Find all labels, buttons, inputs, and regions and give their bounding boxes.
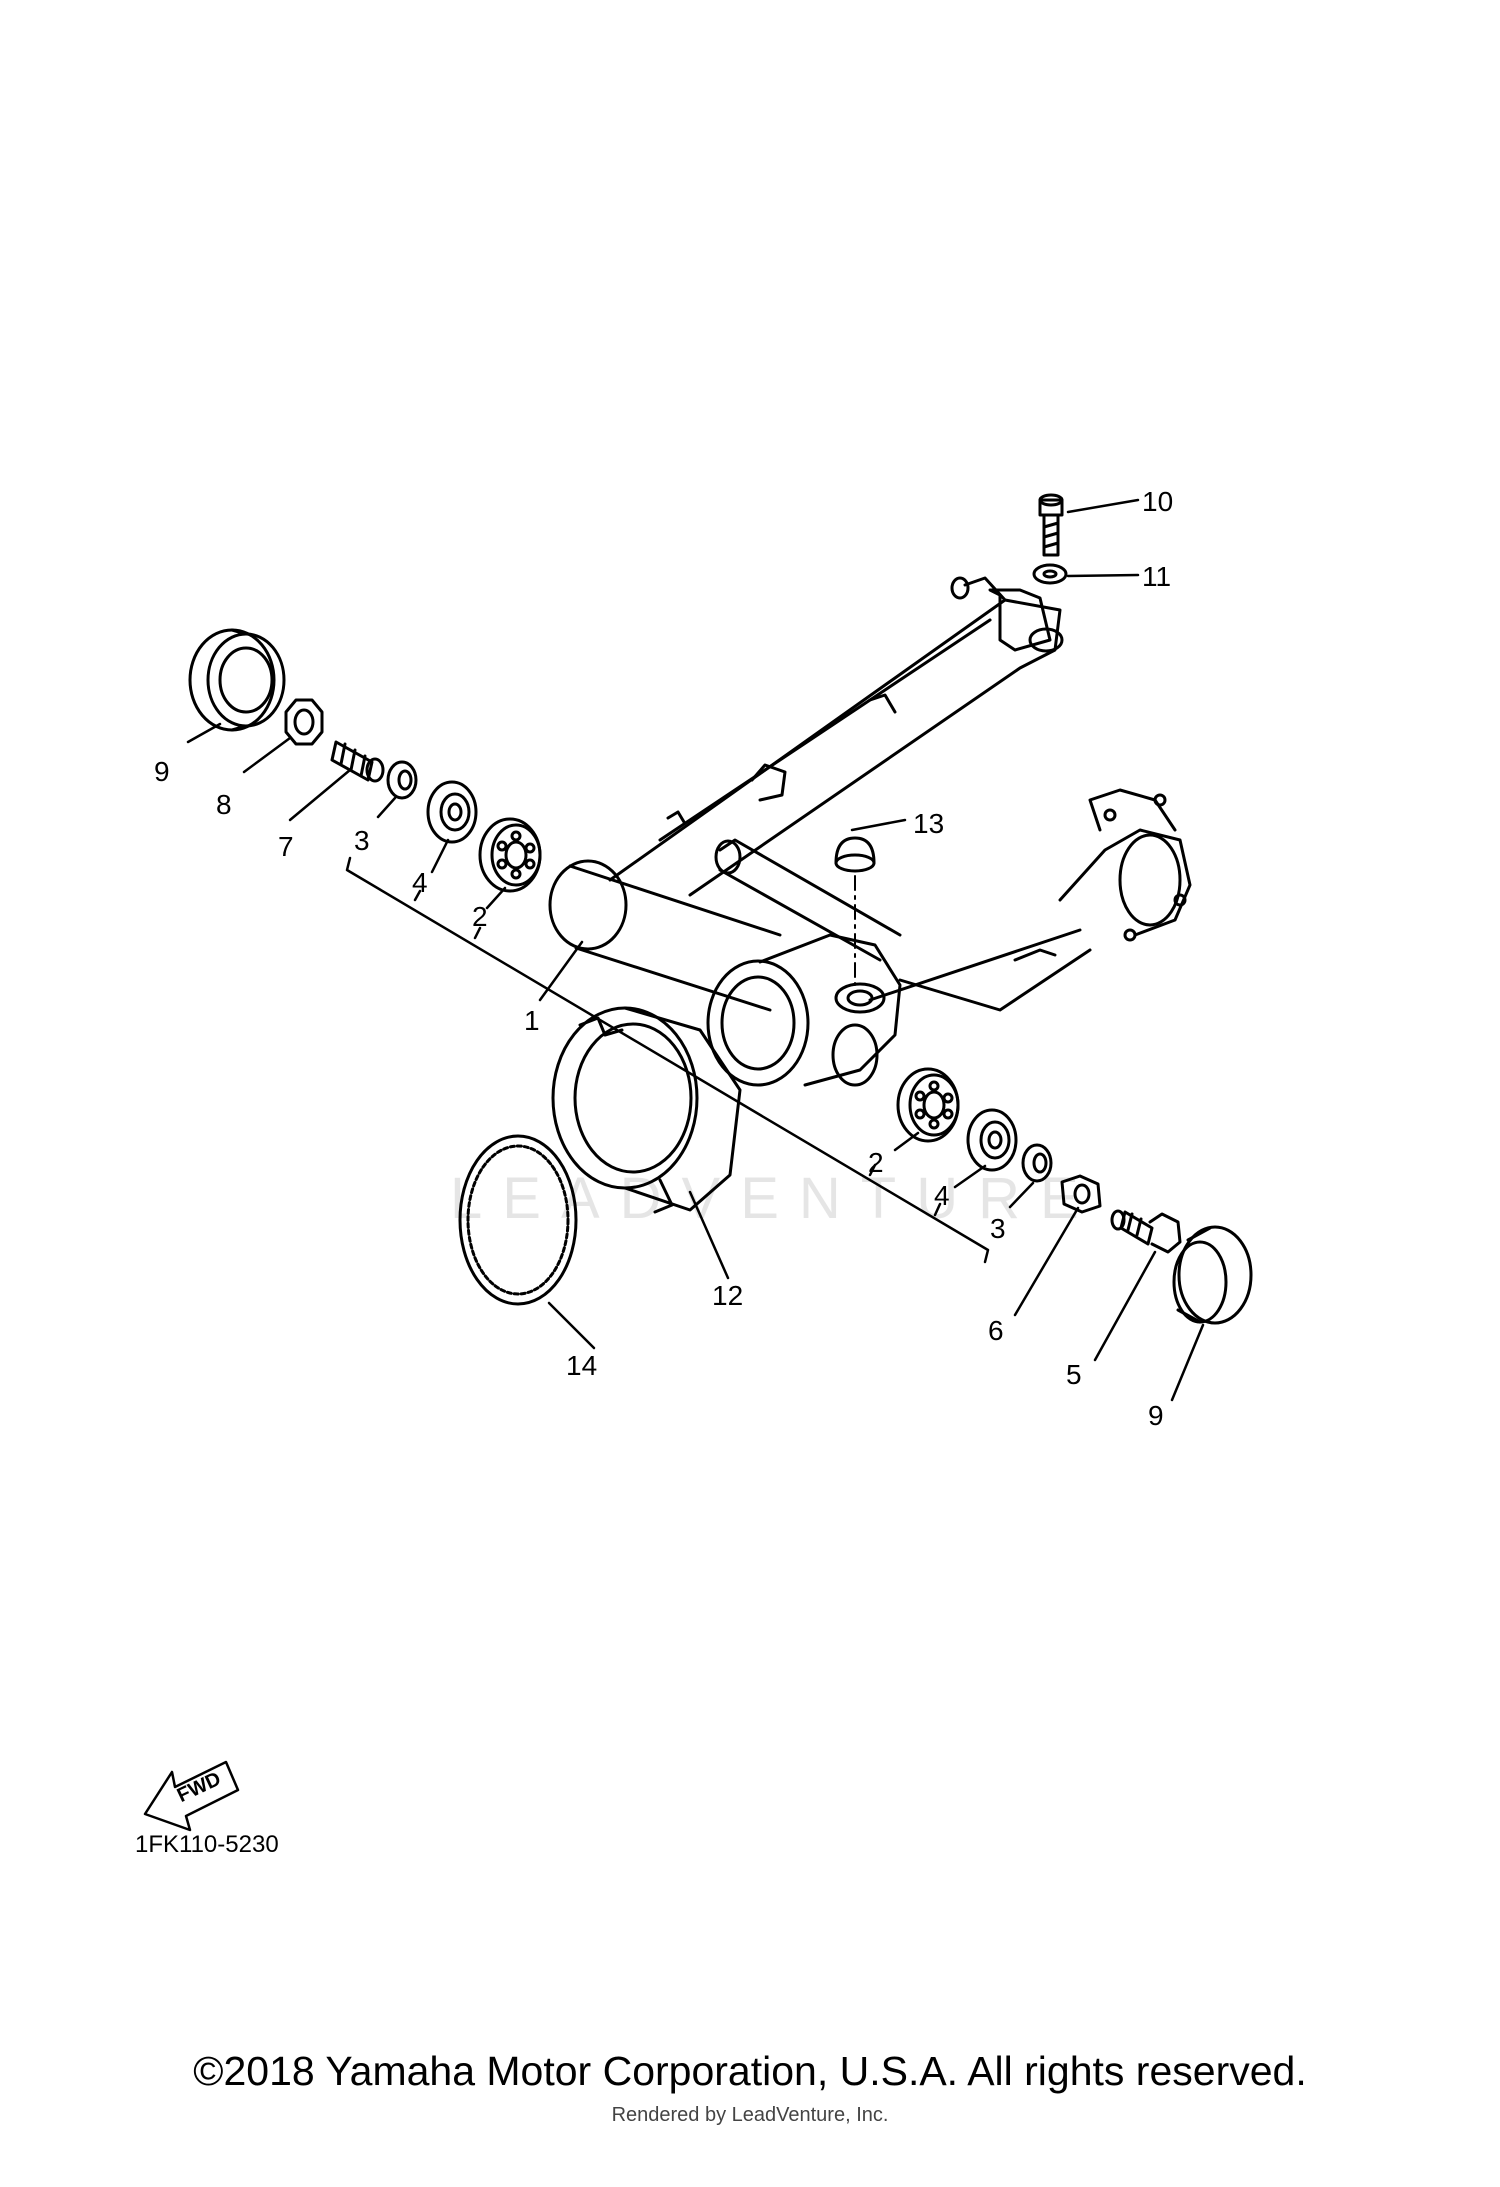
- callout-7: 7: [278, 831, 294, 862]
- copyright-notice: ©2018 Yamaha Motor Corporation, U.S.A. A…: [193, 2048, 1307, 2094]
- diagram-code: 1FK110-5230: [135, 1831, 279, 1858]
- part-7-pivot-bolt: [330, 740, 385, 783]
- part-3-collar-right: [1021, 1143, 1053, 1183]
- part-11-washer: [1032, 563, 1068, 585]
- callout-13: 13: [913, 808, 944, 839]
- part-9-cap-right: [1172, 1225, 1253, 1325]
- callout-1: 1: [524, 1005, 540, 1036]
- part-4-oil-seal-right: [966, 1108, 1018, 1172]
- part-2-bearing-right: [896, 1067, 960, 1143]
- callout-3-right: 3: [990, 1213, 1006, 1244]
- callout-2-right: 2: [868, 1147, 884, 1178]
- part-1-swingarm: [548, 576, 1192, 1087]
- callout-2-left: 2: [472, 901, 488, 932]
- callout-5: 5: [1066, 1359, 1082, 1390]
- leader-lines: [186, 498, 1205, 1402]
- part-6-lock-washer: [1060, 1174, 1102, 1214]
- part-2-bearing-left: [478, 817, 542, 893]
- callout-9-right: 9: [1148, 1400, 1164, 1431]
- callout-labels: 10 11 9 8 7 3 4 2 13 1 2 4 3 12 6 14 5 9…: [135, 486, 1173, 1858]
- assembly-bracket-line: [345, 856, 990, 1264]
- callout-11: 11: [1142, 561, 1171, 592]
- part-4-oil-seal-left: [426, 780, 478, 844]
- callout-12: 12: [712, 1280, 743, 1311]
- part-3-collar-left: [386, 760, 418, 800]
- part-14-ring: [458, 1134, 578, 1306]
- part-10-bolt: [1038, 493, 1064, 557]
- part-13-cap: [834, 836, 876, 986]
- rendered-by-text: Rendered by LeadVenture, Inc.: [611, 2104, 889, 2126]
- watermark-text: LEADVENTURE: [450, 1166, 1099, 1231]
- callout-9-left: 9: [154, 756, 170, 787]
- part-5-pivot-bolt: [1110, 1209, 1182, 1254]
- callout-10: 10: [1142, 486, 1173, 517]
- callout-4-left: 4: [412, 867, 428, 898]
- part-8-nut: [284, 698, 324, 746]
- callout-14: 14: [566, 1350, 597, 1381]
- part-9-cap-left: [188, 628, 286, 732]
- callout-4-right: 4: [934, 1180, 950, 1211]
- part-12-dust-cover: [551, 1006, 742, 1214]
- callout-3-left: 3: [354, 825, 370, 856]
- callout-6: 6: [988, 1315, 1004, 1346]
- fwd-arrow-icon: [143, 1760, 240, 1832]
- callout-8: 8: [216, 789, 232, 820]
